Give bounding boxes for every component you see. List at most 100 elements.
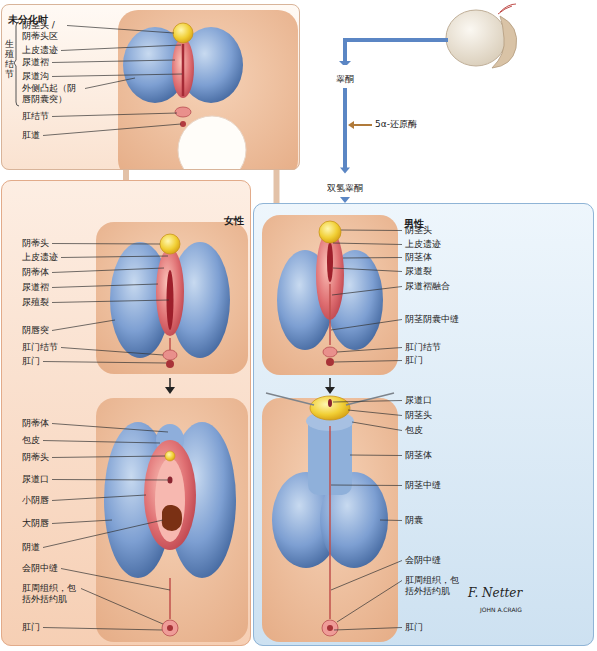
female-mature <box>168 477 173 484</box>
leader-line <box>333 243 402 245</box>
leader-line <box>43 628 162 631</box>
female-mature <box>167 625 173 631</box>
leader-line <box>380 520 402 522</box>
leader-line <box>43 124 181 136</box>
part-label: 阴道 <box>22 542 40 553</box>
female-mature <box>96 398 248 642</box>
leader-line <box>52 113 177 117</box>
female-early <box>160 234 180 254</box>
leader-line <box>43 362 166 364</box>
leader-line <box>333 268 402 272</box>
testis <box>446 10 506 66</box>
male-early <box>327 242 333 282</box>
leader-line <box>52 60 175 63</box>
connector-line <box>123 170 129 180</box>
down-arrow <box>325 387 335 394</box>
part-label: 上皮遗迹 <box>405 239 441 250</box>
leader-line <box>81 589 163 625</box>
part-label: 肛门 <box>405 355 423 366</box>
leader-line <box>52 456 165 458</box>
female-early <box>96 222 248 374</box>
part-label: 肛门 <box>405 622 423 633</box>
part-label: 阴蒂头 <box>22 238 49 249</box>
vertical-label: 生殖结节 <box>5 40 14 80</box>
part-label: 会阴中缝 <box>22 563 58 574</box>
down-arrow <box>329 378 331 388</box>
female-early <box>163 350 177 360</box>
leader-line <box>334 361 402 363</box>
leader-line <box>52 479 168 481</box>
male-early <box>262 215 398 375</box>
female-early <box>156 248 184 336</box>
part-label: 阴茎头 <box>405 410 432 421</box>
part-label: 阴茎阴囊中缝 <box>405 314 459 325</box>
part-label: 阴囊 <box>405 515 423 526</box>
male-mature <box>329 426 331 619</box>
part-label: 尿道口 <box>405 395 432 406</box>
part-label: 尿道褶融合 <box>405 281 450 292</box>
part-label: 阴茎头 / 阴蒂头区 <box>22 20 64 42</box>
leader-line <box>332 287 402 296</box>
leader-line <box>337 581 402 623</box>
male-mature <box>346 393 394 405</box>
leader-line <box>331 320 402 331</box>
leader-line <box>348 410 402 416</box>
female-early <box>166 360 174 368</box>
part-label: 外侧凸起（阴唇阴囊突） <box>22 83 82 105</box>
part-label: 会阴中缝 <box>405 555 441 566</box>
bracket <box>14 22 19 106</box>
male-early <box>319 221 341 243</box>
part-label: 肛门 <box>22 622 40 633</box>
leader-line <box>52 424 168 433</box>
leader-line <box>331 561 402 591</box>
leader-line <box>61 569 170 591</box>
leader-line <box>43 441 160 444</box>
leader-line <box>333 401 402 403</box>
undifferentiated-genitalia <box>175 107 191 117</box>
undifferentiated-genitalia <box>178 116 246 170</box>
male-mature <box>328 399 332 407</box>
leader-line <box>52 300 169 303</box>
hormone-box: 双氢睾酮 <box>322 174 368 197</box>
male-mature <box>266 393 314 405</box>
male-mature <box>322 620 338 636</box>
part-label: 上皮遗迹 <box>22 252 58 263</box>
part-label: 上皮遗迹 <box>22 45 58 56</box>
male-mature <box>262 393 398 642</box>
part-label: 阴茎头 <box>405 225 432 236</box>
female-mature <box>162 505 182 531</box>
leader-line <box>61 256 168 258</box>
undifferentiated-genitalia <box>172 38 194 98</box>
part-label: 阴蒂体 <box>22 418 49 429</box>
testis <box>446 4 517 68</box>
male-mature <box>310 396 350 420</box>
down-arrow <box>165 387 175 394</box>
male-early <box>326 358 334 366</box>
testis <box>492 16 517 68</box>
connector-line <box>343 88 347 169</box>
leader-line <box>343 257 402 259</box>
leader-line <box>61 45 181 51</box>
leader-line <box>52 520 112 524</box>
female-early <box>169 338 171 350</box>
connector-line <box>274 170 280 203</box>
part-label: 阴茎中缝 <box>405 480 441 491</box>
leader-line <box>350 455 402 457</box>
hormone-pathway <box>345 40 448 62</box>
down-arrow <box>325 378 335 394</box>
signature: F. Netter <box>468 586 522 600</box>
leader-line <box>341 230 402 232</box>
part-label: 肛周组织，包括外括约肌 <box>405 575 461 597</box>
female-mature <box>169 578 171 619</box>
female-early <box>96 222 248 374</box>
leader-line <box>67 26 174 34</box>
leader-line <box>334 628 402 631</box>
female-mature <box>165 451 175 461</box>
leader-line <box>52 74 182 77</box>
leader-line <box>352 422 402 431</box>
leader-line <box>52 320 115 331</box>
undifferentiated-genitalia <box>173 23 193 43</box>
part-label: 肛结节 <box>22 111 49 122</box>
